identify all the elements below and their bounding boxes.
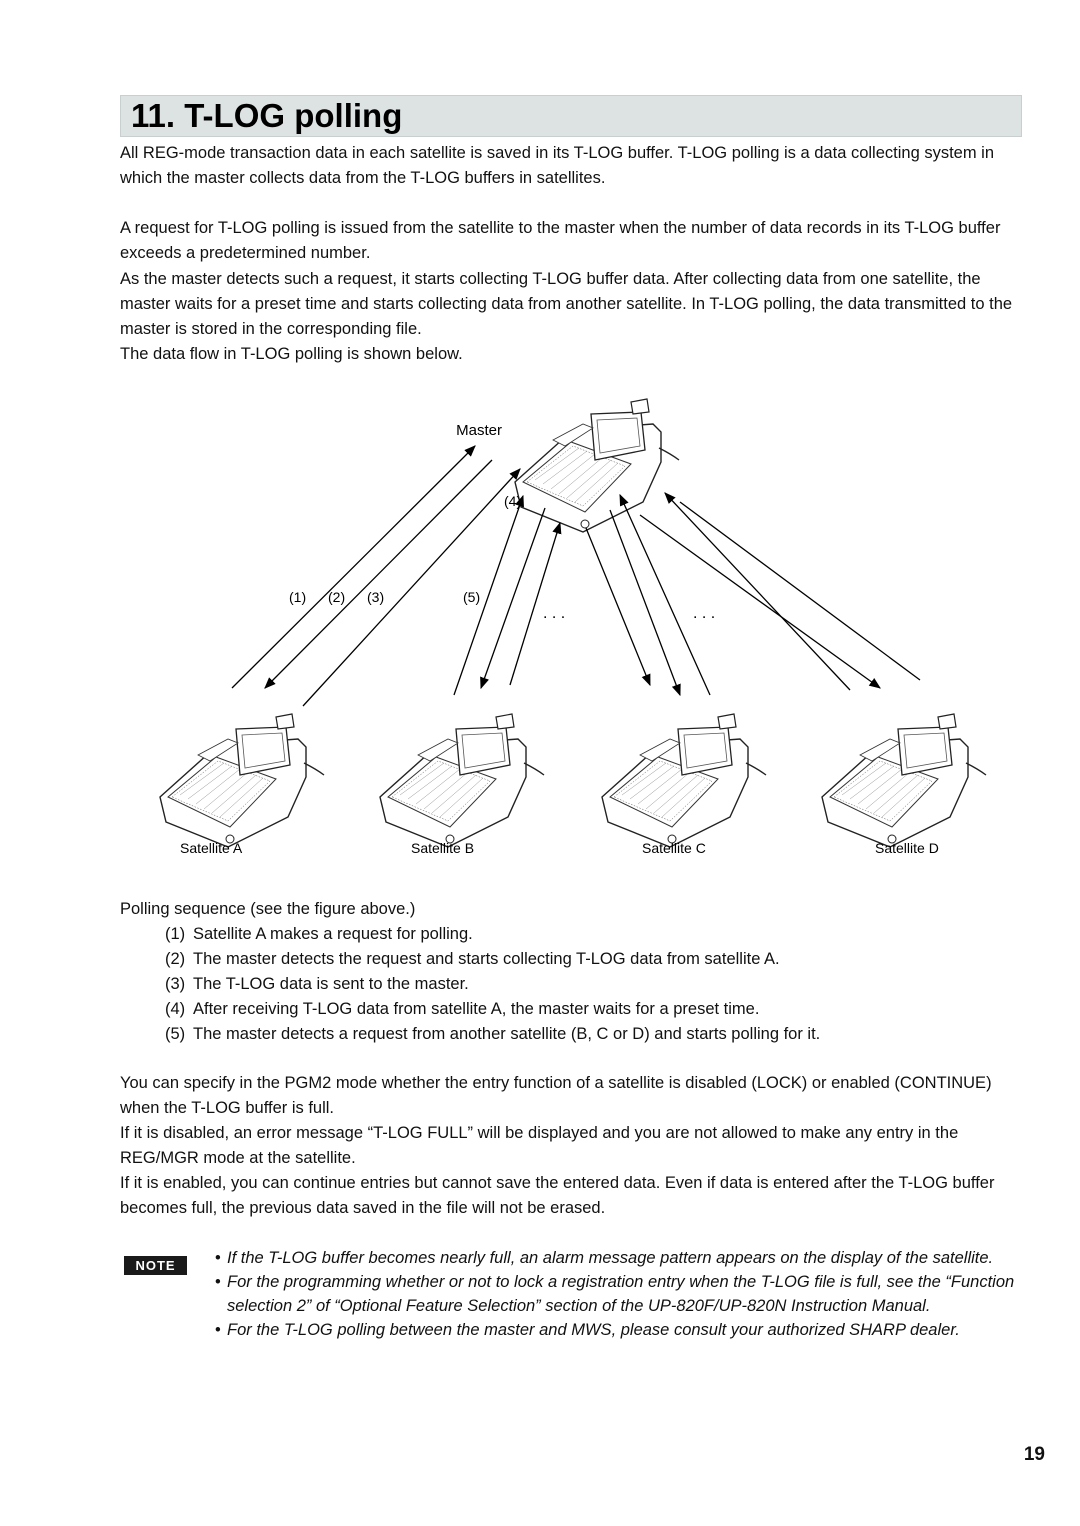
satellite-b-register-icon [379,713,545,848]
step-marker-3: (3) [367,589,384,605]
arrow-3 [302,468,521,707]
ellipsis-right: . . . [693,605,715,622]
page-number: 19 [1023,1444,1045,1465]
satellite-c-label: Satellite C [642,840,706,856]
master-register-icon [514,398,680,533]
note-item: •If the T-LOG buffer becomes nearly full… [215,1249,994,1267]
arrow-2 [264,459,493,689]
collection-paragraph: As the master detects such a request, it… [120,270,1013,338]
intro-paragraph: All REG-mode transaction data in each sa… [120,144,995,187]
satellite-d-label: Satellite D [875,840,939,856]
step-marker-5: (5) [463,589,480,605]
satellite-a-register-icon [159,713,325,848]
satellite-b-label: Satellite B [411,840,474,856]
section-title-bar: 11. T-LOG polling [120,95,1022,137]
step-marker-1: (1) [289,589,306,605]
sequence-step: (3)The T-LOG data is sent to the master. [165,975,469,993]
data-flow-paragraph: The data flow in T-LOG polling is shown … [120,345,463,363]
step-marker-2: (2) [328,589,345,605]
sequence-step: (5)The master detects a request from ano… [165,1025,821,1043]
sequence-step: (2)The master detects the request and st… [165,950,780,968]
enabled-paragraph: If it is enabled, you can continue entri… [120,1174,995,1217]
request-paragraph: A request for T-LOG polling is issued fr… [120,219,1001,262]
satellite-c-register-icon [601,713,767,848]
pgm2-paragraph: You can specify in the PGM2 mode whether… [120,1074,992,1117]
master-label: Master [456,422,502,439]
step-marker-4: (4) [504,493,521,509]
section-title: 11. T-LOG polling [131,97,403,134]
sequence-step: (4)After receiving T-LOG data from satel… [165,1000,760,1018]
polling-diagram: Master (1) (2) (3) (4) (5) . . . . . . S… [159,398,987,856]
satellite-a-label: Satellite A [180,840,243,856]
sequence-list: (1)Satellite A makes a request for polli… [165,922,1025,1047]
note-item: •For the programming whether or not to l… [215,1273,1015,1315]
sequence-intro: Polling sequence (see the figure above.) [120,900,416,918]
disabled-paragraph: If it is disabled, an error message “T-L… [120,1124,959,1167]
note-item: •For the T-LOG polling between the maste… [215,1321,960,1339]
note-badge: NOTE [124,1256,187,1275]
note-list: •If the T-LOG buffer becomes nearly full… [215,1246,1025,1342]
sequence-step: (1)Satellite A makes a request for polli… [165,925,473,943]
arrow-1 [231,445,476,689]
satellite-d-register-icon [821,713,987,848]
ellipsis-left: . . . [543,605,565,622]
